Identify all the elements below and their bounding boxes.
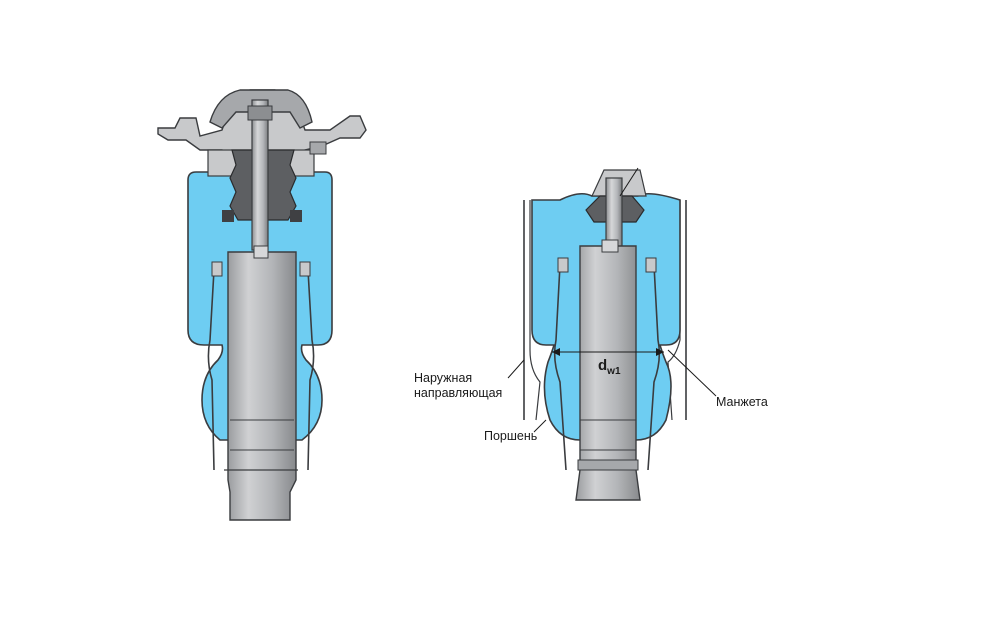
- outer-guide-right-inner: [667, 200, 681, 421]
- label-outer-guide-line1: Наружная: [414, 371, 472, 385]
- right-tube-knurl: [577, 459, 639, 471]
- left-piston-shell: [207, 269, 315, 471]
- label-piston: Поршень: [484, 429, 537, 443]
- left-damper-tube: [227, 251, 297, 521]
- left-air-spring-assembly: [157, 89, 367, 521]
- leader-outer-guide: [507, 359, 525, 379]
- right-detail-assembly: dw1 Наружная направляющая Поршень Манжет…: [414, 167, 768, 501]
- right-piston-shell: [553, 264, 661, 471]
- outer-guide-left-inner: [529, 200, 541, 421]
- right-piston-rod: [605, 177, 623, 249]
- right-tube-cap: [601, 239, 619, 253]
- left-rod-nut: [247, 105, 273, 121]
- left-piston-crimp: [211, 261, 311, 277]
- left-bump-stop-foot-right: [290, 210, 302, 222]
- label-sleeve: Манжета: [716, 395, 768, 409]
- leader-top: [619, 167, 639, 197]
- diameter-arrow-left: [552, 348, 560, 356]
- diameter-label: dw1: [598, 357, 621, 377]
- left-tube-cap: [253, 245, 269, 259]
- label-outer-guide-line2: направляющая: [414, 386, 502, 400]
- diameter-arrow-right: [656, 348, 664, 356]
- leader-piston: [533, 419, 547, 433]
- left-valve: [309, 141, 327, 155]
- right-piston-crimp: [557, 257, 657, 273]
- left-piston-rod: [251, 99, 269, 251]
- left-bump-stop-foot-left: [222, 210, 234, 222]
- leader-sleeve: [667, 349, 717, 397]
